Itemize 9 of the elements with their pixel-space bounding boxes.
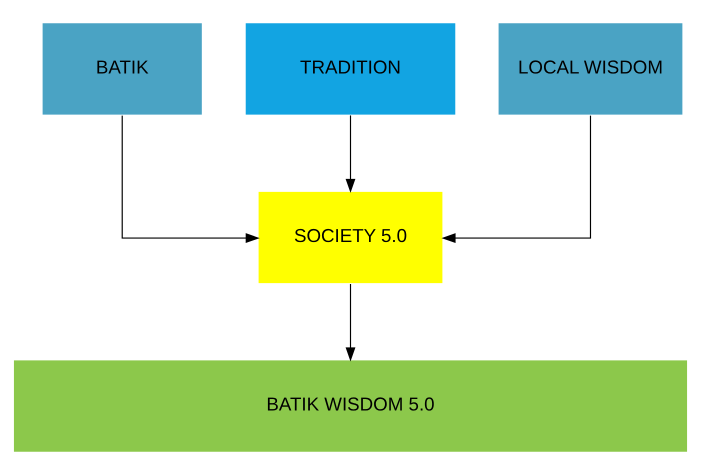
node-box: LOCAL WISDOM — [497, 22, 684, 116]
arrow — [122, 116, 260, 243]
arrow — [346, 284, 356, 362]
node-box: TRADITION — [244, 22, 456, 116]
node-box: BATIK WISDOM 5.0 — [12, 359, 688, 453]
arrow — [442, 116, 592, 243]
node-box: SOCIETY 5.0 — [257, 190, 444, 284]
arrow — [346, 115, 356, 193]
node-box: BATIK — [41, 22, 203, 116]
